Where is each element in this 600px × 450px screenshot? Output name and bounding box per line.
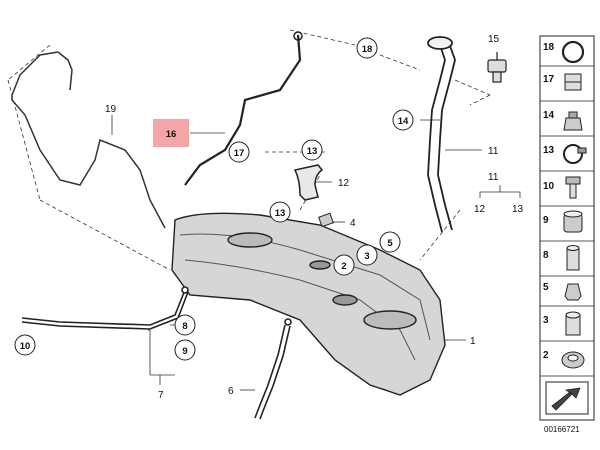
part-19-line bbox=[11, 51, 166, 229]
arrow-icon bbox=[545, 381, 589, 415]
callout-17-text: 17 bbox=[234, 148, 245, 159]
callout-16-label: 16 bbox=[166, 129, 177, 140]
callout-3-text: 3 bbox=[364, 251, 369, 262]
fuel-tank bbox=[171, 212, 446, 396]
sidebar-item-5[interactable]: 5 bbox=[543, 282, 582, 301]
sidebar-item-13[interactable]: 13 bbox=[543, 144, 587, 164]
callout-labels: 18 17 13 13 14 2 3 5 8 9 10 bbox=[20, 44, 409, 357]
sidebar-item-2[interactable]: 2 bbox=[543, 350, 585, 369]
diagram-code: 00166721 bbox=[544, 425, 580, 434]
sidebar-item-9[interactable]: 9 bbox=[543, 210, 583, 233]
label-4: 4 bbox=[350, 218, 356, 229]
label-13c: 13 bbox=[512, 204, 524, 215]
callout-2-text: 2 bbox=[341, 261, 346, 272]
hose-clamp-icon bbox=[563, 144, 587, 164]
sidebar-item-label: 2 bbox=[543, 350, 549, 361]
callout-13b-circle[interactable] bbox=[269, 201, 291, 223]
callout-13a-text: 13 bbox=[307, 146, 318, 157]
label-19: 19 bbox=[105, 104, 117, 115]
bolt-icon bbox=[565, 176, 581, 199]
sidebar-item-label: 5 bbox=[543, 282, 549, 293]
callout-18-text: 18 bbox=[362, 44, 373, 55]
part-4-pad bbox=[318, 212, 334, 228]
sidebar-item-14[interactable]: 14 bbox=[543, 110, 583, 131]
sidebar-item-18[interactable]: 18 bbox=[543, 40, 585, 64]
grommet-icon bbox=[563, 111, 583, 131]
sidebar-item-3[interactable]: 3 bbox=[543, 311, 581, 336]
callout-16-highlight[interactable] bbox=[153, 119, 189, 147]
label-12a: 12 bbox=[338, 178, 350, 189]
ring-grommet-icon bbox=[561, 351, 585, 369]
bushing-icon bbox=[565, 311, 581, 336]
part-12-hose bbox=[293, 164, 324, 201]
callout-9-text: 9 bbox=[182, 346, 187, 357]
label-7: 7 bbox=[158, 390, 164, 401]
callout-5-circle[interactable] bbox=[379, 231, 401, 253]
callout-9-circle[interactable] bbox=[174, 339, 196, 361]
tube-end-cap bbox=[293, 31, 303, 41]
sidebar-item-8[interactable]: 8 bbox=[543, 245, 580, 271]
part-15-valve bbox=[487, 52, 507, 83]
sleeve-icon bbox=[566, 245, 580, 271]
sidebar-item-10[interactable]: 10 bbox=[543, 176, 581, 199]
callout-8-circle[interactable] bbox=[174, 314, 196, 336]
callout-14-text: 14 bbox=[398, 116, 409, 127]
sidebar-item-label: 17 bbox=[543, 74, 555, 85]
sidebar-item-label: 3 bbox=[543, 315, 549, 326]
sidebar-item-label: 14 bbox=[543, 110, 555, 121]
sidebar-item-label: 18 bbox=[543, 42, 555, 53]
callout-2-circle[interactable] bbox=[333, 254, 355, 276]
spacer-icon bbox=[563, 210, 583, 233]
callout-10-circle[interactable] bbox=[14, 334, 36, 356]
label-12b: 12 bbox=[474, 204, 486, 215]
label-6: 6 bbox=[228, 386, 234, 397]
label-1: 1 bbox=[470, 336, 476, 347]
part-11-filler-pipe bbox=[427, 36, 456, 233]
clip-icon bbox=[564, 73, 582, 91]
callout-13a-circle[interactable] bbox=[301, 139, 323, 161]
plain-labels: 19 15 11 11 12 13 12 4 1 6 7 bbox=[105, 34, 524, 401]
callout-5-text: 5 bbox=[387, 238, 393, 249]
label-11b: 11 bbox=[488, 172, 499, 183]
sidebar-item-label: 13 bbox=[543, 145, 555, 156]
callout-8-text: 8 bbox=[182, 321, 187, 332]
nut-icon bbox=[564, 283, 582, 301]
label-15: 15 bbox=[488, 34, 500, 45]
sidebar-item-label: 9 bbox=[543, 215, 549, 226]
label-11a: 11 bbox=[488, 146, 499, 157]
callout-3-circle[interactable] bbox=[356, 244, 378, 266]
part-6-strap bbox=[254, 318, 292, 420]
sidebar-item-17[interactable]: 17 bbox=[543, 73, 582, 91]
callout-13b-text: 13 bbox=[275, 208, 286, 219]
part-17-tube bbox=[184, 34, 302, 186]
callouts bbox=[14, 37, 414, 361]
o-ring-icon bbox=[561, 40, 585, 64]
callout-17-circle[interactable] bbox=[228, 141, 250, 163]
callout-14-circle[interactable] bbox=[392, 109, 414, 131]
solid-leaders bbox=[111, 115, 521, 391]
callout-18-circle[interactable] bbox=[356, 37, 378, 59]
callout-10-text: 10 bbox=[20, 341, 31, 352]
sidebar-item-label: 10 bbox=[543, 181, 555, 192]
sidebar-item-label: 8 bbox=[543, 250, 549, 261]
part-10-strap bbox=[21, 286, 189, 330]
